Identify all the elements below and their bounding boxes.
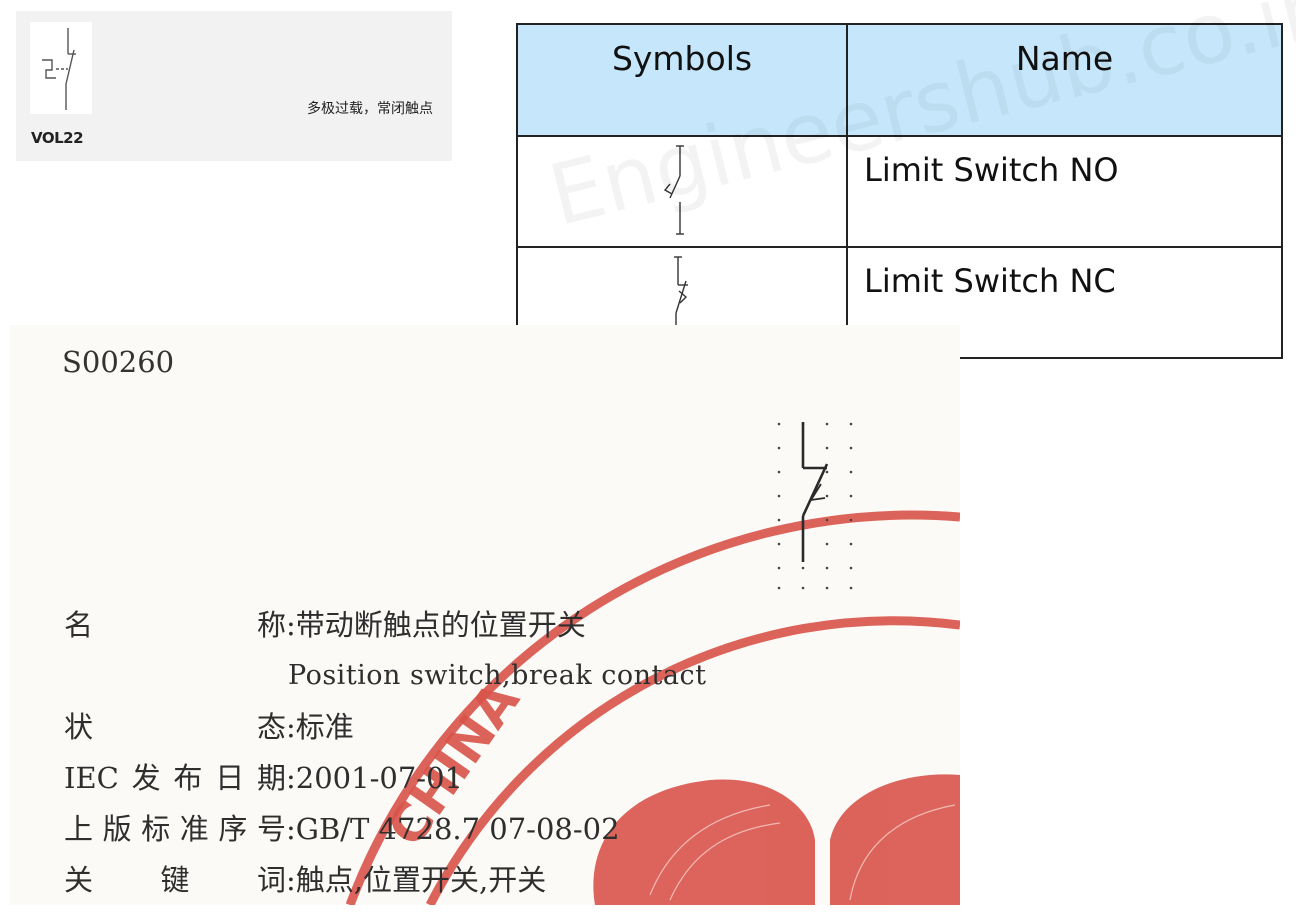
standard-code: S00260 (62, 345, 175, 379)
standard-sheet: CHINA S00260 名称:带动断触点的位置开关 Position swit… (10, 325, 960, 905)
field-name: 名称:带动断触点的位置开关 (64, 605, 586, 645)
position-switch-break-contact-icon (777, 422, 853, 590)
field-value: 标准 (295, 710, 354, 744)
table-row: Limit Switch NO (516, 135, 1283, 248)
field-label: 关键词 (64, 863, 286, 897)
field-iec-date: IEC发布日期:2001-07-01 (64, 758, 463, 798)
symbols-table: Symbols Name Limit Switch NO (516, 23, 1283, 359)
field-value: 触点,位置开关,开关 (295, 863, 547, 897)
vol22-symbol-card: VOL22 多极过载，常闭触点 (16, 11, 452, 161)
standards-seal-stamp: CHINA (345, 510, 960, 905)
name-column-header: Name (846, 23, 1283, 137)
field-value: 2001-07-01 (295, 761, 463, 795)
field-keywords: 关键词:触点,位置开关,开关 (64, 860, 546, 900)
multipole-overload-nc-contact-icon (42, 28, 76, 110)
field-separator: : (286, 761, 296, 795)
symbol-description: 多极过载，常闭触点 (307, 101, 433, 117)
symbol-code: VOL22 (31, 129, 84, 147)
field-separator: : (286, 608, 296, 642)
symbol-thumbnail (30, 22, 92, 114)
field-separator: : (286, 812, 296, 846)
field-name-english: Position switch,break contact (288, 660, 707, 691)
limit-switch-no-icon (663, 144, 684, 235)
field-previous-standard: 上版标准序号:GB/T 4728.7 07-08-02 (64, 809, 620, 849)
field-value: 带动断触点的位置开关 (295, 608, 586, 642)
field-label: 名称 (64, 608, 286, 642)
field-label: 状态 (64, 710, 286, 744)
symbols-column-header: Symbols (516, 23, 848, 137)
field-separator: : (286, 710, 296, 744)
table-header-row: Symbols Name (516, 23, 1283, 137)
field-status: 状态:标准 (64, 707, 354, 747)
field-separator: : (286, 863, 296, 897)
field-label: 上版标准序号 (64, 812, 286, 846)
field-label: IEC发布日期 (64, 761, 286, 795)
name-cell: Limit Switch NO (846, 135, 1283, 248)
field-value: GB/T 4728.7 07-08-02 (295, 812, 620, 846)
symbol-cell (516, 135, 848, 248)
